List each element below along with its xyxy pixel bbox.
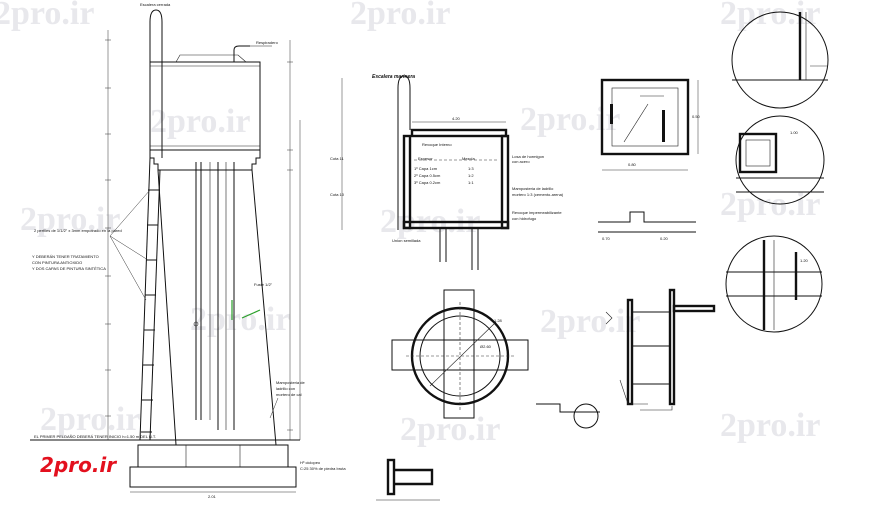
shaft-capital: [150, 150, 261, 171]
dimension-ticks: [105, 39, 293, 431]
footing-label: Hº ciclopeo: [300, 460, 321, 465]
dimension-text: 0.70: [602, 236, 611, 241]
watermark-text: 2pro.ir: [520, 101, 620, 138]
tank-section: Escalera marinera Cota 11 Cota 10 4.20 R…: [330, 74, 564, 270]
watermark-text: 2pro.ir: [150, 103, 250, 140]
tank-lid: [175, 54, 247, 63]
valve-icon: [193, 321, 199, 327]
watermark-layer: 2pro.ir 2pro.ir 2pro.ir 2pro.ir 2pro.ir …: [0, 0, 820, 448]
layer-ratio: 1:1: [468, 180, 474, 185]
paint-note: Y DEBERÁN TENER TRATAMIENTO: [32, 254, 99, 259]
layer-ratio: 1:2: [468, 173, 474, 178]
detail-callout-3: 1.20: [725, 235, 823, 333]
ladder-top-loop: [149, 9, 163, 60]
dimension-text: 4.20: [452, 116, 461, 121]
site-logo: 2pro.ir: [40, 453, 117, 477]
footing-label: C:25 30% de piedra bruta: [300, 466, 346, 471]
plan-view: Ø2.60 1.28: [391, 289, 529, 419]
foundation-detail: [376, 458, 440, 501]
hatch-frame: [600, 78, 690, 156]
side-label: Cota 11: [330, 156, 344, 161]
dimension-text: 1.28: [494, 318, 503, 323]
layer-ratio: 1:3: [468, 166, 474, 171]
layer-header: Mezcla: [462, 156, 475, 161]
wall-label: mortero 1:3 (cemento-arena): [512, 192, 564, 197]
vent-pipe: [233, 45, 250, 62]
dimension-text: 0.50: [692, 114, 701, 119]
side-label: Cota 10: [330, 192, 345, 197]
watermark-text: 2pro.ir: [400, 411, 500, 448]
ladder-rail-left: [139, 157, 151, 441]
layer-row: 1º Capa 1cm: [414, 166, 438, 171]
hatch-detail: 0.80 0.50 0.70 0.20: [598, 78, 701, 241]
dimension-text: Ø2.60: [480, 344, 492, 349]
shaft-outline-left: [157, 169, 177, 446]
layer-row: 2º Capa 0.5cm: [414, 173, 441, 178]
layer-header: Espesor: [418, 156, 433, 161]
section-ladder: [397, 75, 411, 230]
watermark-text: 2pro.ir: [190, 301, 290, 338]
ladder-rungs: [141, 189, 160, 433]
watermark-text: 2pro.ir: [40, 401, 140, 438]
layer-row: 3º Capa 0.2cm: [414, 180, 441, 185]
watermark-text: 2pro.ir: [540, 303, 640, 340]
paint-note: CON PINTURA ANTIOXIDO: [32, 260, 82, 265]
watermark-text: 2pro.ir: [0, 0, 94, 32]
top-slab: [410, 128, 508, 138]
watermark-text: 2pro.ir: [720, 0, 820, 32]
render-label: Revoque impermeabilizante: [512, 210, 562, 215]
wall-detail: [536, 288, 716, 429]
mortar-label: ladrillo con: [276, 386, 295, 391]
footing-pedestal: [137, 444, 289, 468]
paint-note: Y DOS CAPAS DE PINTURA SINTÉTICA: [32, 266, 106, 271]
slab-label: Losa de hormigon: [512, 154, 544, 159]
vent-label: Respiradero: [256, 40, 279, 45]
hatch-bar: [662, 110, 665, 142]
diameter-leader: [429, 321, 497, 387]
watermark-text: 2pro.ir: [720, 407, 820, 444]
bottom-slab: [402, 220, 510, 230]
section-title: Escalera marinera: [372, 74, 415, 80]
pipe-label: Fuste 1/2": [254, 282, 273, 287]
mortar-label: Mamposteria de: [276, 380, 305, 385]
dimension-text: 0.80: [628, 162, 637, 167]
tower-elevation: Escalera cerrada Respiradero: [30, 2, 346, 499]
base-label: Union semillada: [392, 238, 421, 243]
ladder-rail-right: [149, 169, 161, 441]
watermark-text: 2pro.ir: [20, 201, 120, 238]
internal-pipes: [195, 162, 235, 430]
mortar-label: mortero de cal: [276, 392, 302, 397]
grade-note: EL PRIMER PELDAÑO DEBERÁ TENER INICIO h=…: [34, 434, 156, 439]
right-wall: [500, 134, 510, 230]
detail-callout-1: [731, 11, 829, 109]
dimension-text: 0.20: [660, 236, 669, 241]
footing-base: [129, 466, 297, 488]
dimension-text: 2.01: [208, 494, 217, 499]
slab-label: con acero: [512, 159, 530, 164]
shaft-outline-right: [251, 169, 277, 446]
dimension-text: 1.00: [790, 130, 799, 135]
render-label: con hidrofugo: [512, 216, 537, 221]
cover-label: Revoque Interno: [422, 142, 452, 147]
hatch-bar: [610, 104, 613, 124]
top-label: Escalera cerrada: [140, 2, 171, 7]
water-tank-body: [149, 61, 261, 151]
ladder-note: 2 perfiles de 1/1/2" x 3mm empotrado en …: [34, 228, 122, 233]
dimension-text: 1.20: [800, 258, 809, 263]
watermark-text: 2pro.ir: [350, 0, 450, 32]
profile-strip: [598, 211, 696, 223]
plan-wing-vertical: [443, 289, 475, 419]
wall-label: Mamposteria de ladrillo: [512, 186, 554, 191]
detail-callout-2: 1.00: [735, 115, 825, 205]
plan-inner-ring: [419, 315, 501, 397]
